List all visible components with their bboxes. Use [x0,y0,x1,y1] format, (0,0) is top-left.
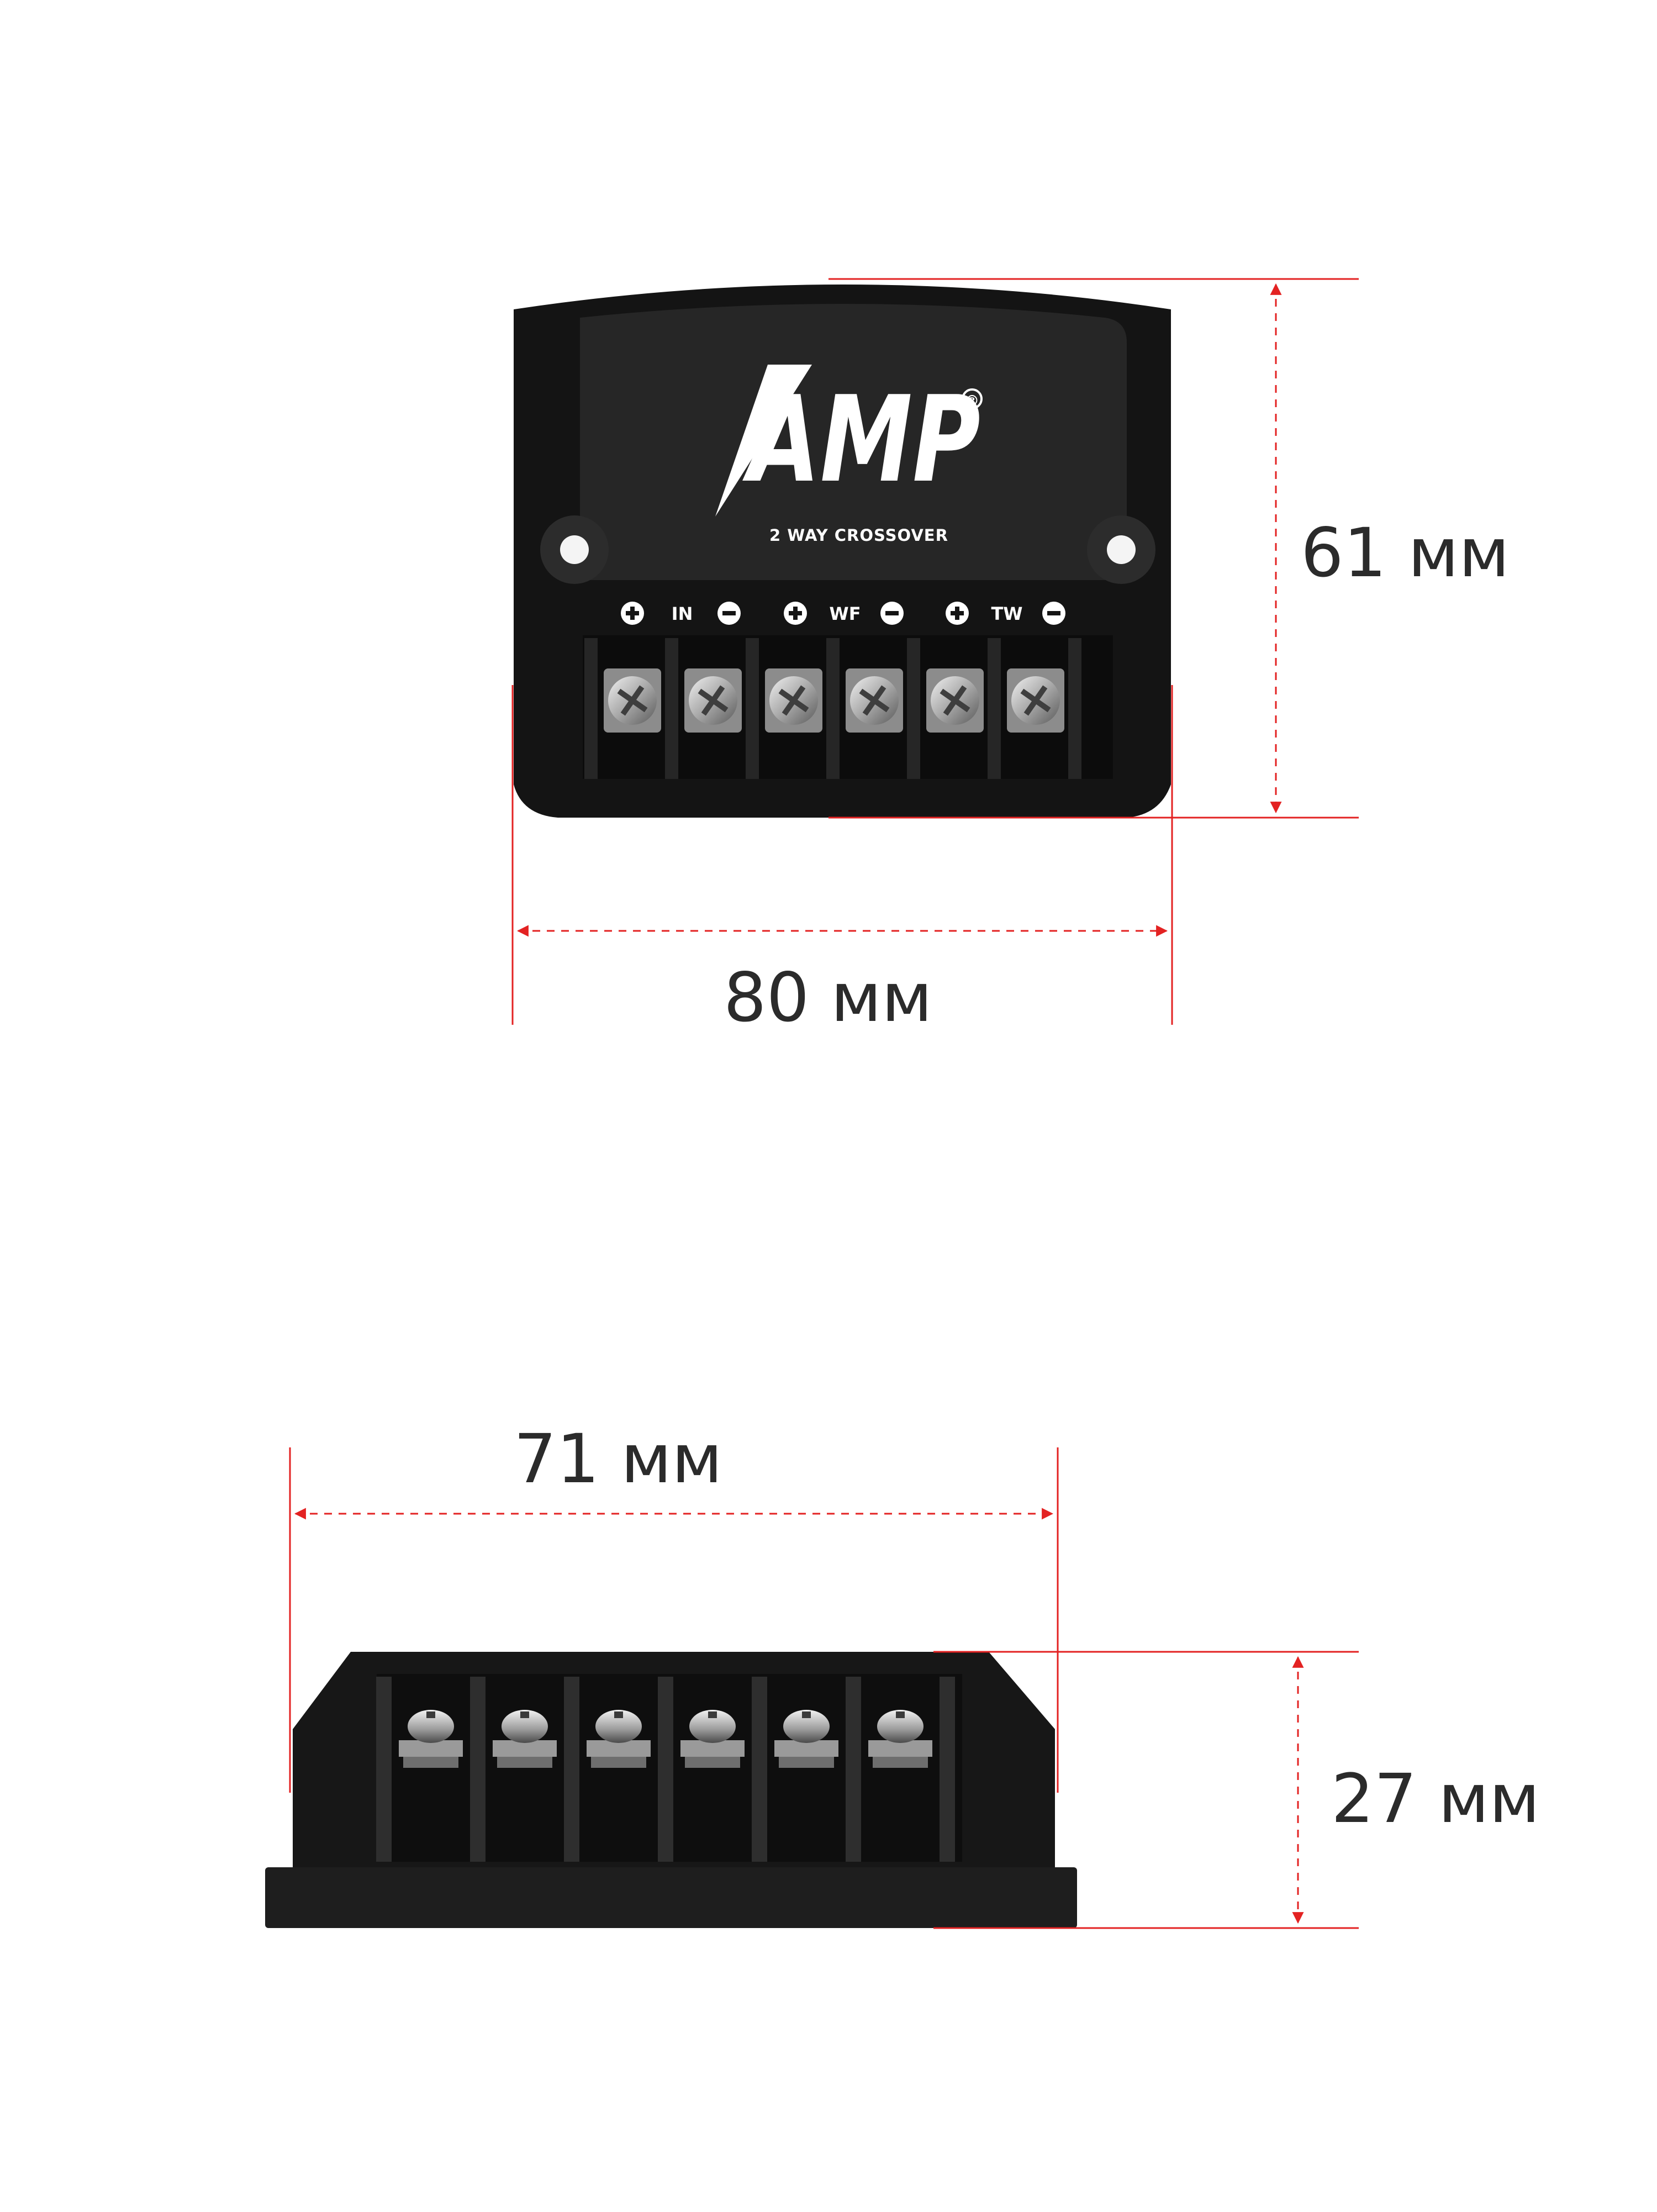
terminal-labels: IN WF TW [621,602,1065,625]
terminal-screw [1007,668,1064,733]
side-terminal-screw [868,1710,932,1768]
side-terminal-divider [846,1677,861,1862]
plus-icon [784,602,807,625]
terminal-divider [665,638,678,779]
terminal-screw [684,668,742,733]
mounting-hole-left [540,515,609,584]
side-terminal-divider [376,1677,392,1862]
terminal-screw [846,668,903,733]
side-terminal-divider [752,1677,767,1862]
terminal-divider [907,638,920,779]
terminal-divider [584,638,598,779]
plus-icon [946,602,969,625]
terminal-divider [1068,638,1081,779]
crossover-side-view [265,1652,1077,1928]
side-terminal-screw [774,1710,838,1768]
side-base-flange [265,1867,1077,1928]
side-terminal-screw [680,1710,745,1768]
terminal-screws [584,638,1081,779]
minus-icon [1042,602,1065,625]
dim-label-width-top: 80 мм [724,958,933,1037]
dimension-lines [289,278,1359,1929]
terminal-label-in: IN [672,603,693,624]
dim-label-height-top: 61 мм [1301,514,1510,592]
plus-icon [621,602,644,625]
side-terminal-screw [587,1710,651,1768]
minus-icon [717,602,741,625]
terminal-divider [988,638,1001,779]
side-terminal-screw [493,1710,557,1768]
dim-label-height-side: 27 мм [1331,1760,1540,1838]
side-terminal-screws [376,1677,955,1862]
logo-slash [715,365,812,517]
terminal-label-wf: WF [829,603,861,624]
terminal-screw [926,668,984,733]
side-terminal-divider [564,1677,579,1862]
terminal-label-tw: TW [991,603,1022,624]
side-terminal-divider [940,1677,955,1862]
crossover-top-view: AMP ® 2 WAY CROSSOVER IN WF TW [514,285,1171,818]
logo-trademark: ® [965,393,979,409]
minus-icon [880,602,904,625]
product-subtitle: 2 WAY CROSSOVER [769,526,948,545]
terminal-divider [826,638,840,779]
side-terminal-divider [470,1677,486,1862]
side-terminal-divider [658,1677,673,1862]
top-panel [580,304,1127,580]
logo-brand: AMP [742,370,980,509]
dim-label-width-side: 71 мм [514,1420,723,1498]
side-terminal-screw [399,1710,463,1768]
mounting-hole-right [1087,515,1155,584]
terminal-divider [746,638,759,779]
terminal-screw [604,668,661,733]
amp-logo: AMP ® [715,365,983,517]
terminal-screw [765,668,822,733]
